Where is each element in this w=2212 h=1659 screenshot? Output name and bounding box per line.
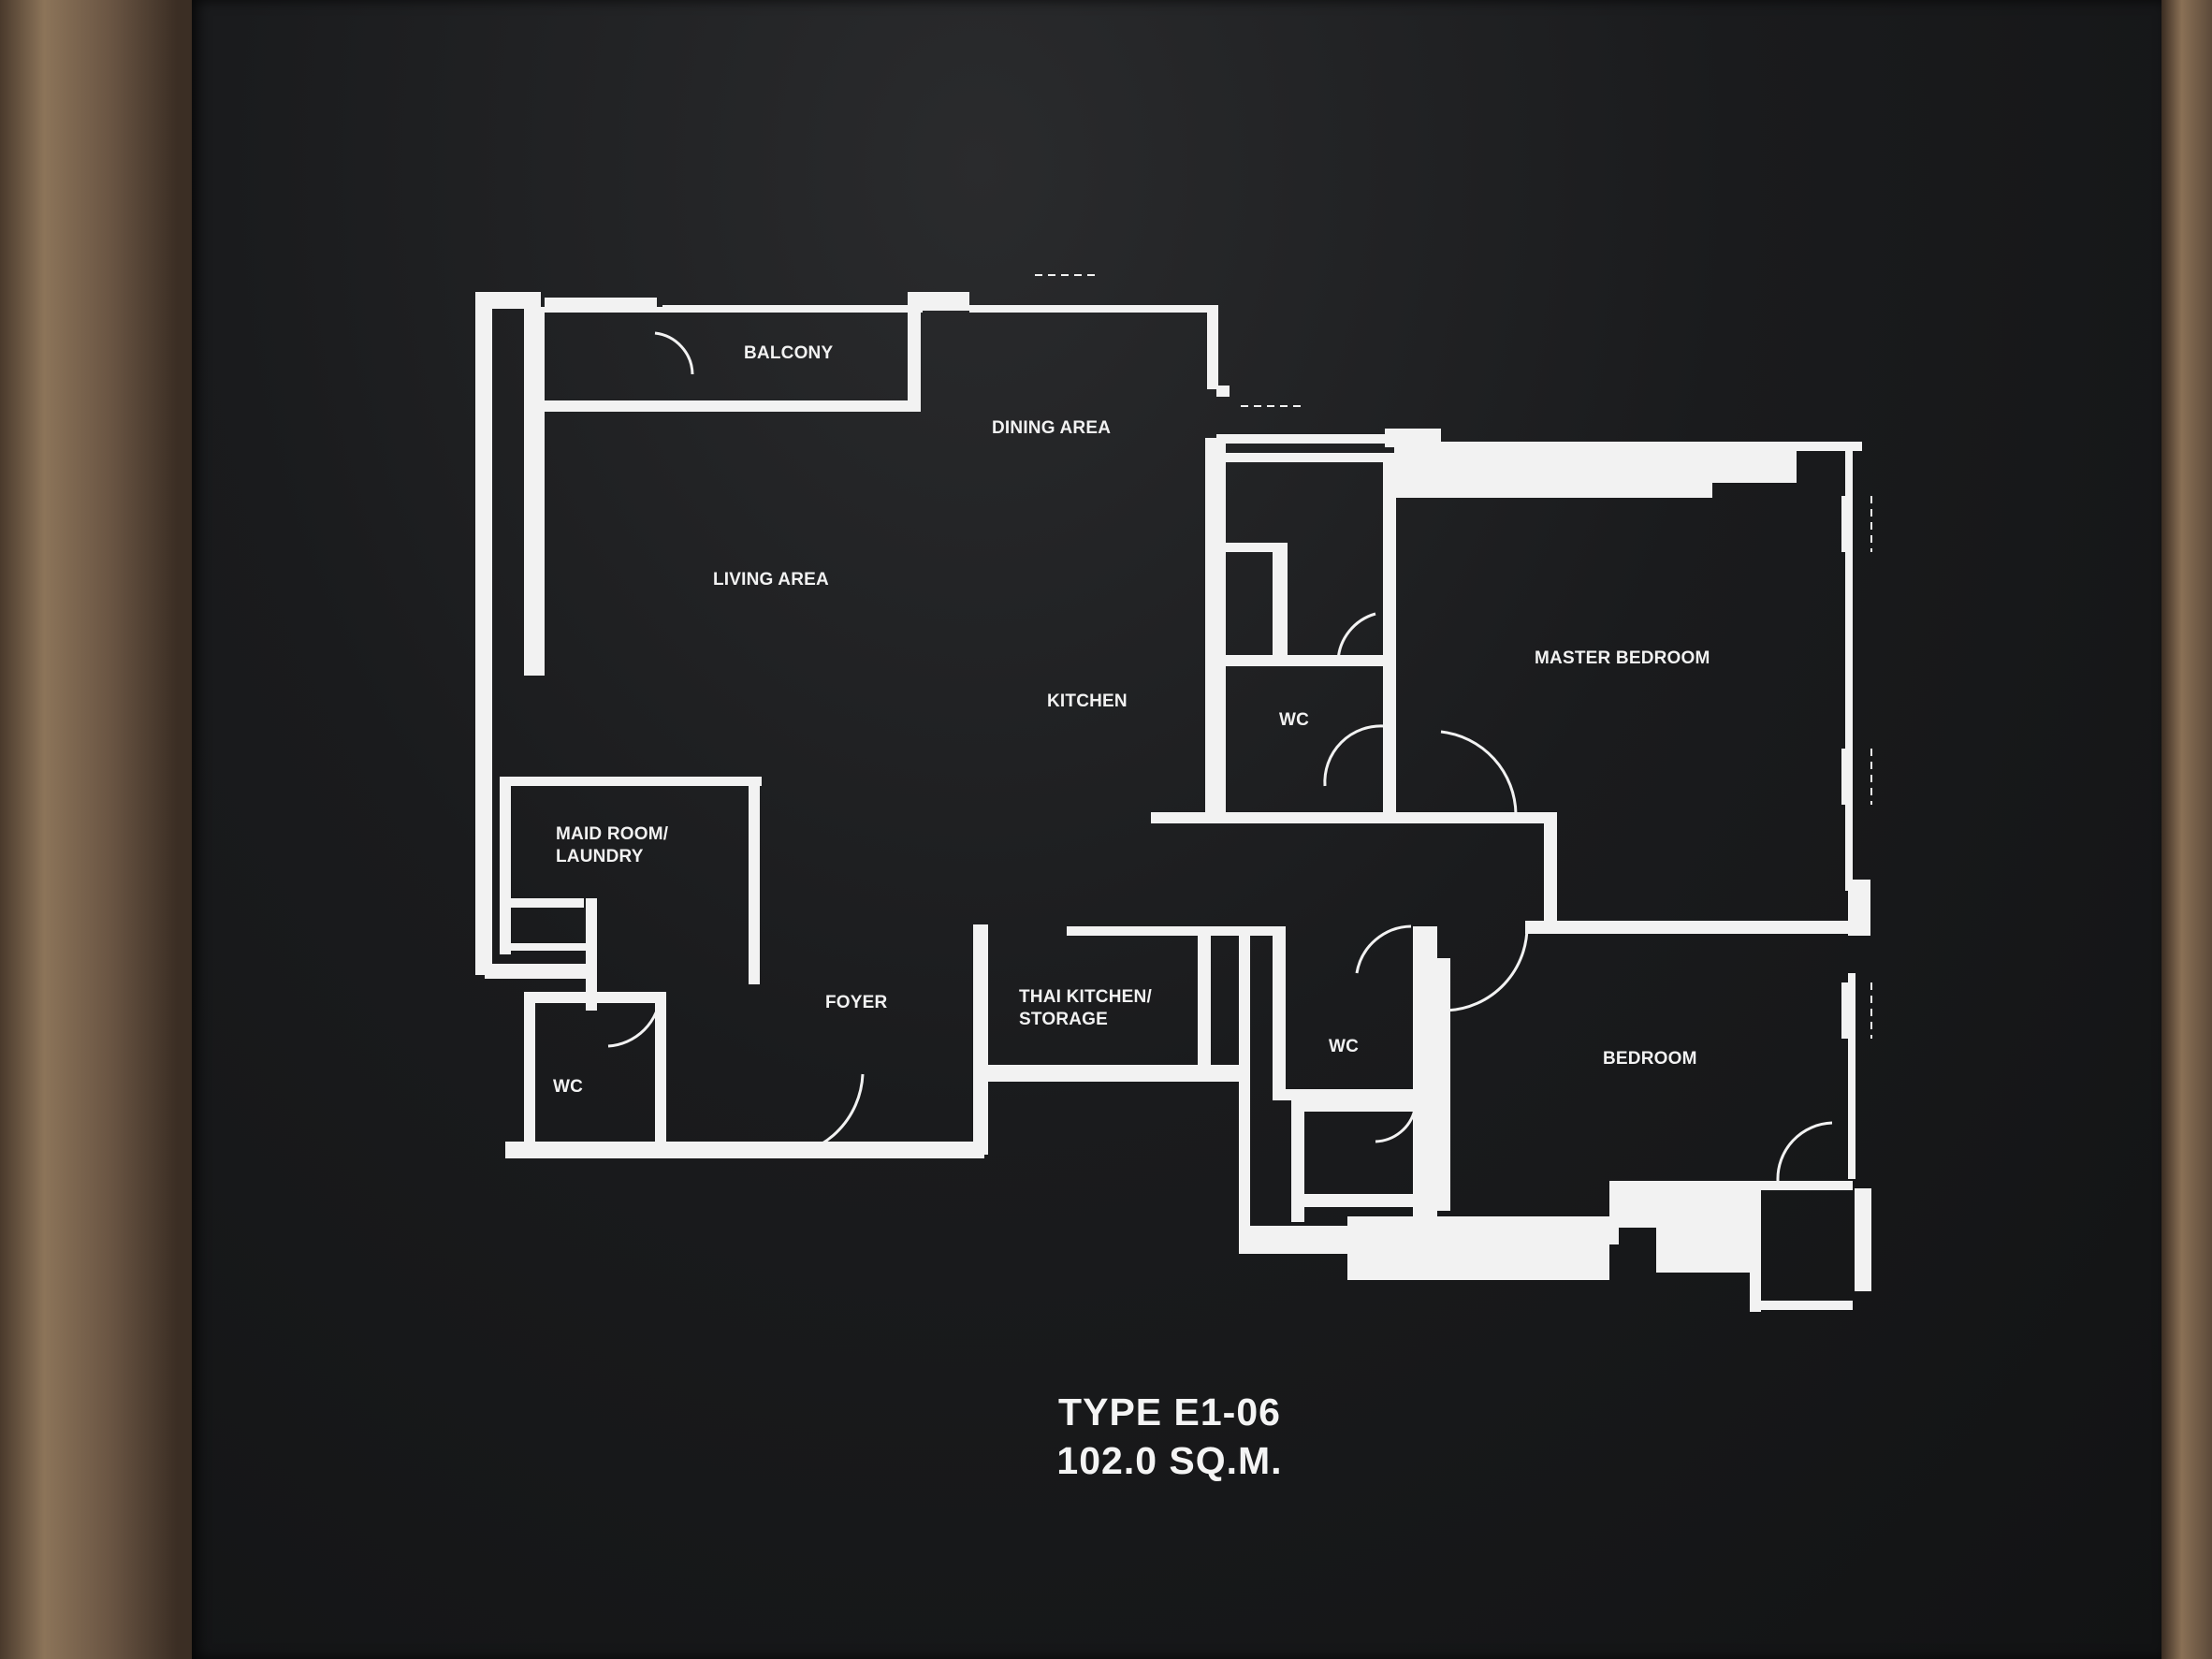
label-bedroom: BEDROOM bbox=[1603, 1049, 1697, 1069]
sign-board bbox=[192, 0, 2161, 1659]
door-swings bbox=[607, 331, 1833, 1182]
label-master-bedroom: MASTER BEDROOM bbox=[1535, 648, 1710, 668]
label-balcony: BALCONY bbox=[744, 343, 833, 363]
label-foyer: FOYER bbox=[825, 993, 888, 1012]
label-laundry: LAUNDRY bbox=[556, 847, 644, 866]
plan-walls bbox=[475, 292, 1870, 1312]
unit-area: 102.0 SQ.M. bbox=[1056, 1439, 1283, 1482]
label-living-area: LIVING AREA bbox=[713, 570, 829, 589]
label-thai-kitchen: THAI KITCHEN/ bbox=[1019, 987, 1152, 1007]
label-dining-area: DINING AREA bbox=[992, 418, 1111, 438]
label-kitchen: KITCHEN bbox=[1047, 691, 1128, 711]
label-wc-maid: WC bbox=[553, 1077, 583, 1097]
label-wc-master: WC bbox=[1279, 710, 1309, 730]
unit-type: TYPE E1-06 bbox=[1058, 1390, 1281, 1433]
balcony-railings bbox=[545, 298, 1871, 1291]
bronze-frame-right bbox=[2161, 0, 2212, 1659]
label-storage: STORAGE bbox=[1019, 1010, 1108, 1029]
sliding-door-marks bbox=[1035, 274, 1872, 1039]
label-maid-room: MAID ROOM/ bbox=[556, 824, 669, 844]
label-wc-common: WC bbox=[1329, 1037, 1359, 1056]
